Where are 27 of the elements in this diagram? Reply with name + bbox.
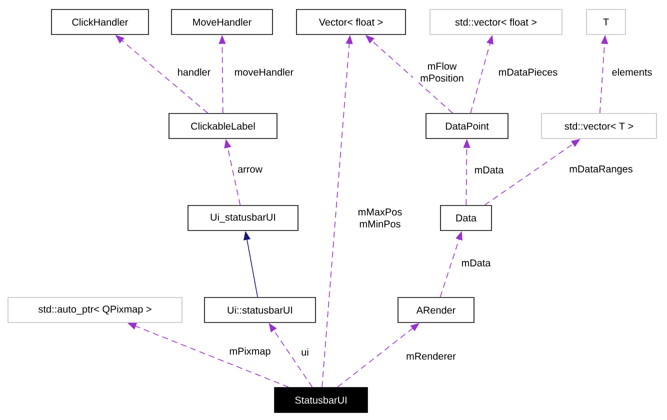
class-box: MoveHandler [171, 9, 273, 35]
edge-label: arrow [236, 166, 264, 174]
class-box: std::vector< float > [430, 9, 562, 35]
class-box: Data [440, 205, 492, 231]
class-box: std::vector< T > [541, 113, 657, 139]
class-box: ClickHandler [51, 9, 149, 35]
edge-label: mPixmap [228, 346, 272, 358]
class-box: StatusbarUI [274, 387, 368, 413]
edge-label: mMaxPos mMinPos [354, 208, 406, 228]
edge-label: mDataRanges [568, 164, 634, 176]
edge-label: moveHandler [233, 67, 295, 77]
edge-label: mRenderer [405, 351, 457, 361]
class-box: std::auto_ptr< QPixmap > [8, 297, 182, 323]
class-box: T [586, 9, 626, 35]
edge-label: handler [176, 67, 212, 77]
edge-label: mFlow mPosition [413, 61, 471, 83]
class-box: ClickableLabel [168, 113, 278, 139]
edge-label: ui [300, 347, 310, 357]
edge-label: mDataPieces [497, 67, 559, 77]
class-box: ARender [398, 297, 474, 323]
class-box: Ui_statusbarUI [188, 205, 298, 231]
class-box: Ui::statusbarUI [204, 297, 316, 323]
class-box: Vector< float > [296, 9, 406, 35]
class-box: DataPoint [426, 113, 508, 139]
edge-label: elements [610, 67, 654, 77]
edge-label: mData [473, 166, 505, 174]
edge-label: mData [460, 258, 492, 268]
